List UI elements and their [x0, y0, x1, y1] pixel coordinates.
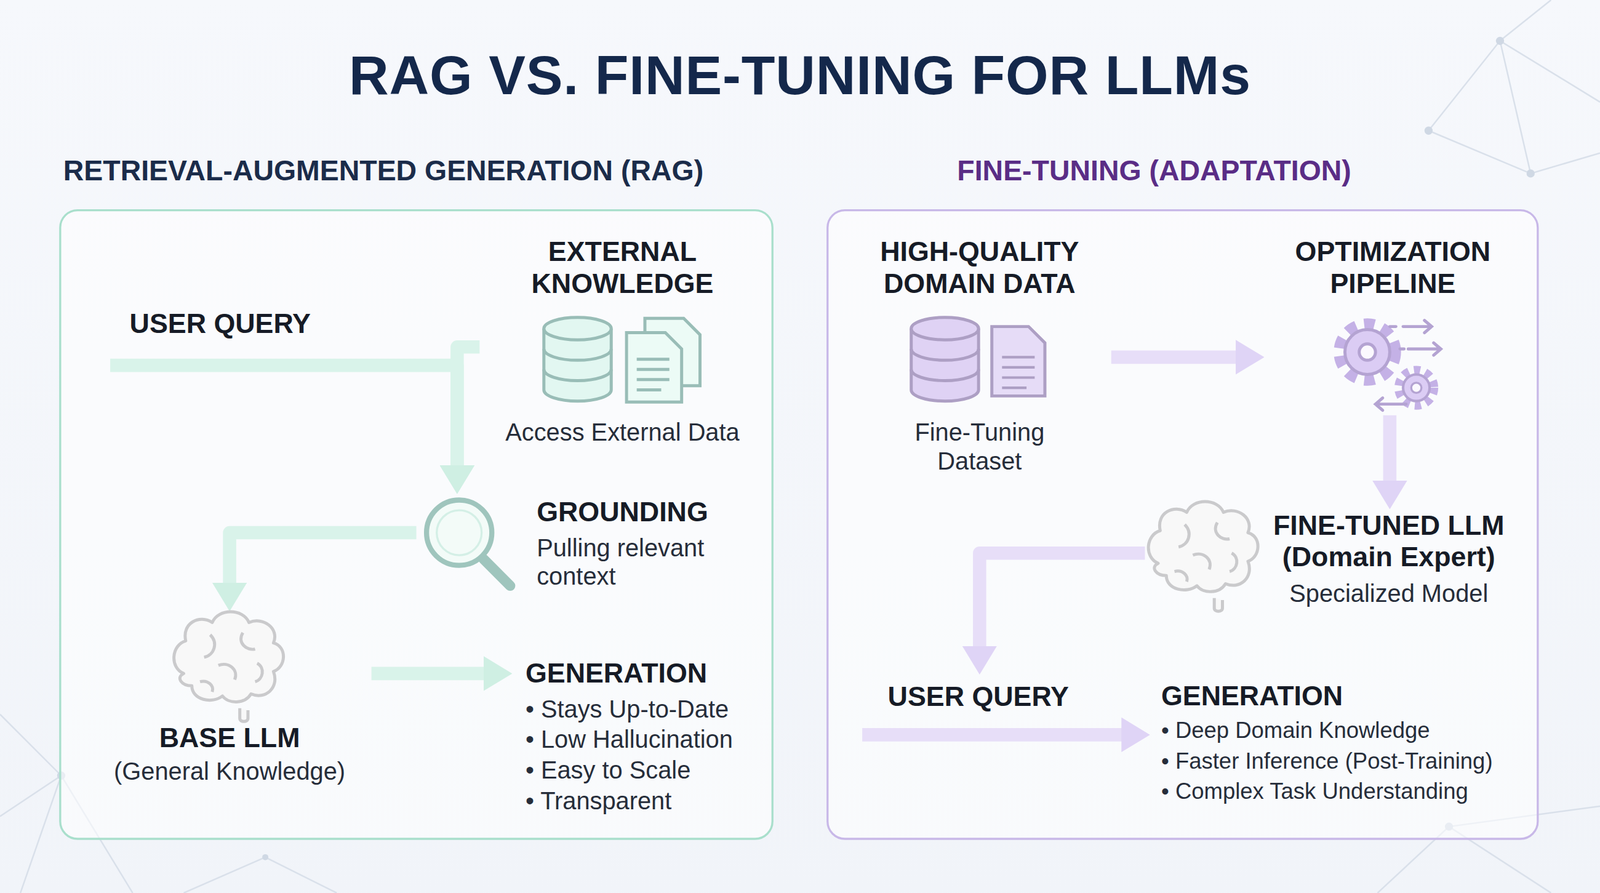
panel-group: FINE-TUNING (ADAPTATION) HIGH-QUALITY DOM… — [826, 153, 1539, 840]
node-text: • Deep Domain Knowledge — [1161, 717, 1431, 744]
node-text: Fine-Tuning Dataset — [897, 418, 1061, 476]
node-text: (General Knowledge) — [91, 756, 368, 786]
node-box: USER QUERY — [110, 305, 340, 383]
node-box: USER QUERY — [862, 675, 1087, 763]
node-box: GROUNDING Pulling relevant context — [416, 494, 746, 597]
node-box: OPTIMIZATION PIPELINE — [1265, 236, 1525, 416]
node-text: Access External Data — [479, 418, 765, 447]
node-heading: GENERATION — [1161, 680, 1343, 712]
node-text: • Low Hallucination — [525, 725, 733, 754]
node-heading: USER QUERY — [129, 308, 311, 340]
node-heading: GROUNDING — [536, 497, 709, 529]
node-box: GENERATION • Stays Up-to-Date• Low Halluc… — [513, 656, 759, 820]
node-text: • Faster Inference (Post-Training) — [1161, 747, 1493, 774]
panel-group: RETRIEVAL-AUGMENTED GENERATION (RAG) USER… — [59, 153, 774, 840]
node-heading: GENERATION — [525, 658, 708, 690]
node-heading: RETRIEVAL-AUGMENTED GENERATION (RAG) — [63, 155, 704, 188]
node-heading: HIGH-QUALITY DOMAIN DATA — [852, 236, 1108, 301]
node-heading: FINE-TUNED LLM (Domain Expert) — [1255, 510, 1523, 574]
node-heading: FINE-TUNING (ADAPTATION) — [956, 155, 1351, 188]
node-text: Pulling relevant context — [536, 533, 741, 591]
node-box: FINE-TUNED LLM (Domain Expert) Specialize… — [1144, 510, 1527, 613]
node-heading: EXTERNAL KNOWLEDGE — [479, 236, 765, 301]
node-text: • Complex Task Understanding — [1161, 778, 1469, 805]
node-text: • Transparent — [525, 786, 672, 815]
node-box: GENERATION • Deep Domain Knowledge • Faste… — [1150, 678, 1531, 817]
node-box: HIGH-QUALITY DOMAIN DATA Fine-Tuning Data… — [852, 236, 1112, 479]
node-text: • Easy to Scale — [525, 756, 691, 785]
node-text: Specialized Model — [1255, 579, 1523, 608]
node-heading: USER QUERY — [888, 681, 1069, 714]
node-box: BASE LLM(General Knowledge) — [91, 612, 372, 794]
diagram-title: RAG VS. FINE-TUNING FOR LLMs — [0, 43, 1600, 107]
node-heading: OPTIMIZATION PIPELINE — [1265, 236, 1521, 301]
node-text: • Stays Up-to-Date — [525, 694, 729, 724]
node-heading: BASE LLM — [91, 722, 368, 754]
node-box: EXTERNAL KNOWLEDGE Access External Data — [479, 236, 770, 452]
